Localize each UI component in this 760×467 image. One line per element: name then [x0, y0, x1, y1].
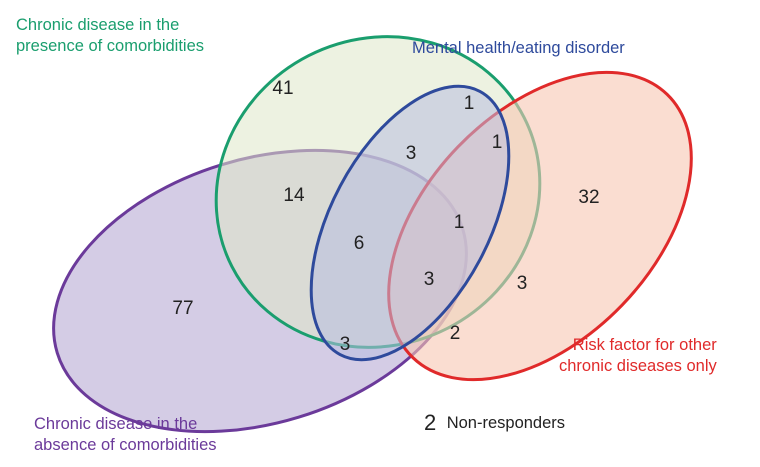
set-risk-label: Risk factor for other chronic diseases o…: [559, 335, 717, 377]
region-comorbid-mental-absence-count: 6: [354, 233, 365, 254]
region-mental-risk-absence-count: 2: [450, 323, 461, 344]
set-absence-label-line-1: Chronic disease in the: [34, 415, 198, 433]
set-absence-label: Chronic disease in the absence of comorb…: [34, 414, 217, 456]
set-comorbid-label-line-2: presence of comorbidities: [16, 37, 205, 55]
region-all-four-count: 3: [424, 269, 435, 290]
set-mental-label-line-1: Mental health/eating disorder: [412, 39, 625, 57]
region-absence-only-count: 77: [172, 298, 193, 319]
region-risk-only-count: 32: [578, 187, 599, 208]
region-mental-risk-count: 1: [492, 132, 503, 153]
non-responders-count: 2: [424, 410, 437, 435]
region-comorbid-absence-count: 14: [283, 185, 305, 206]
region-comorbid-only-count: 41: [272, 78, 293, 99]
set-mental-ellipse: [309, 84, 511, 362]
set-comorbid-label: Chronic disease in the presence of comor…: [16, 15, 204, 57]
set-risk-label-line-2: chronic diseases only: [559, 357, 717, 375]
region-comorbid-risk-count: 3: [517, 273, 528, 294]
region-comorbid-mental-risk-count: 1: [454, 212, 465, 233]
set-mental-label: Mental health/eating disorder: [412, 38, 625, 59]
region-mental-absence-count: 3: [340, 334, 351, 355]
set-risk-label-line-1: Risk factor for other: [572, 336, 717, 354]
region-mental-only-count: 1: [464, 93, 475, 114]
non-responders-label: Non-responders: [446, 413, 566, 432]
set-absence-label-line-2: absence of comorbidities: [34, 436, 217, 454]
set-comorbid-label-line-1: Chronic disease in the: [16, 16, 180, 34]
non-responders: 2 Non-responders: [424, 410, 565, 436]
region-comorbid-mental-count: 3: [406, 143, 417, 164]
